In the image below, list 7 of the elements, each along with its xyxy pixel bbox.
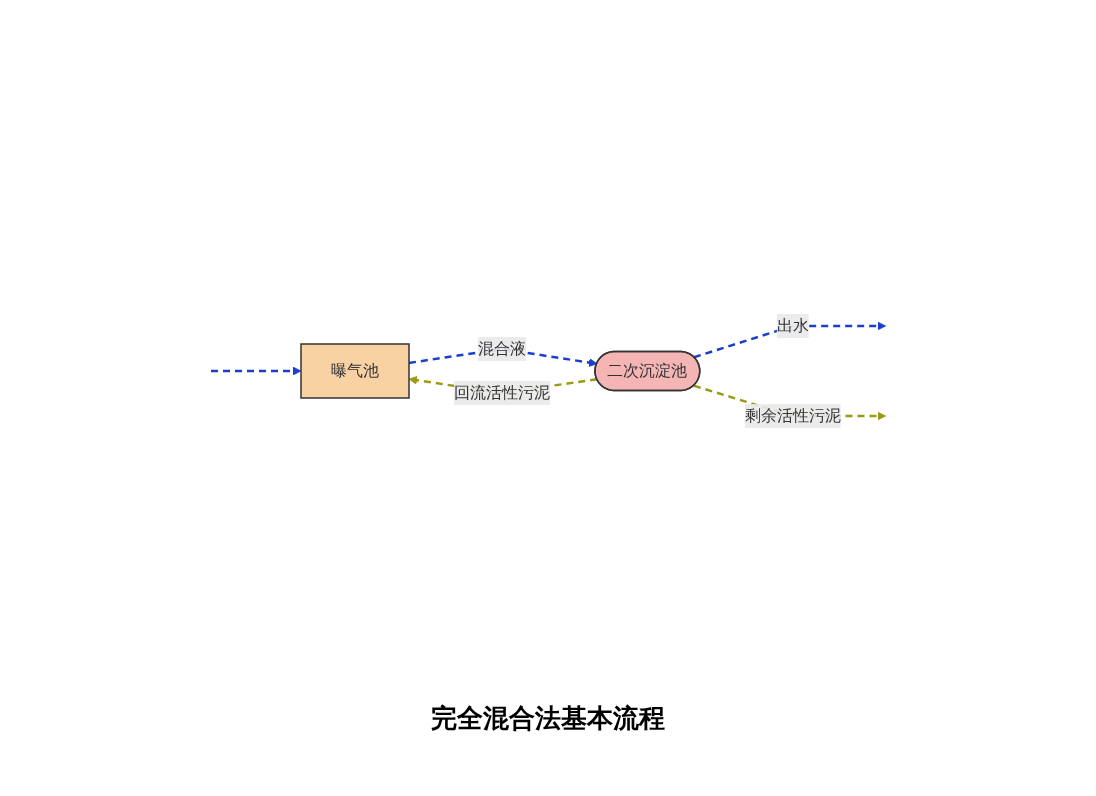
diagram-caption: 完全混合法基本流程 [431,701,665,735]
edge-label: 剩余活性污泥 [744,405,841,425]
edge-label: 出水 [776,315,809,335]
arrow [693,321,886,358]
node-box: 曝气池 [299,342,410,399]
edge-label: 混合液 [477,338,526,358]
edge-label: 回流活性污泥 [453,382,550,402]
